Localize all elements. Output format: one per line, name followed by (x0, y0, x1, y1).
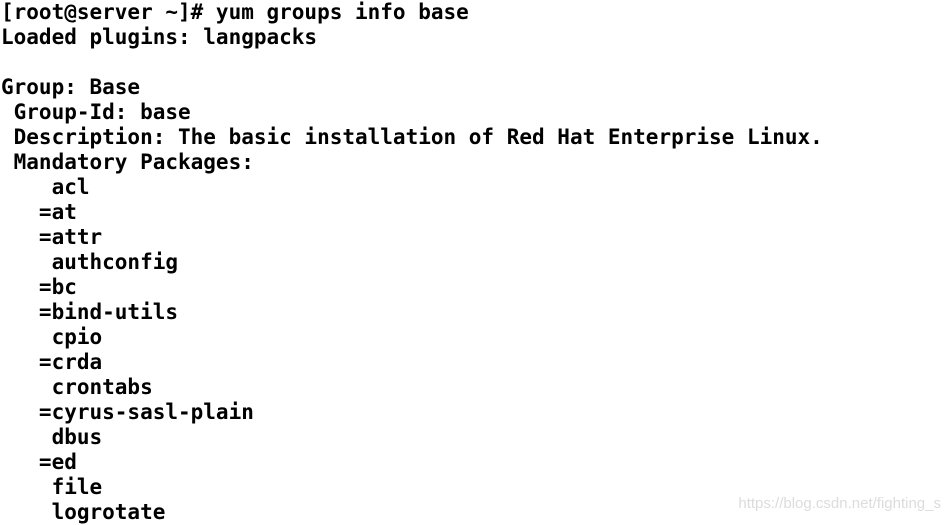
package-line: =cyrus-sasl-plain (1, 400, 254, 424)
package-line: =crda (1, 350, 103, 374)
package-line: =ed (1, 450, 77, 474)
terminal-prompt-line: [root@server ~]# yum groups info base (1, 0, 469, 24)
package-line: =attr (1, 225, 103, 249)
package-line: =bc (1, 275, 77, 299)
package-line: file (1, 475, 103, 499)
terminal-line: Group-Id: base (1, 100, 191, 124)
package-line: logrotate (1, 500, 166, 524)
terminal-line: Loaded plugins: langpacks (1, 25, 318, 49)
terminal-line: Mandatory Packages: (1, 150, 254, 174)
package-line: =bind-utils (1, 300, 179, 324)
package-line: cpio (1, 325, 103, 349)
terminal-line (1, 50, 949, 75)
package-line: =at (1, 200, 77, 224)
terminal-line: Group: Base (1, 75, 141, 99)
watermark: https://blog.csdn.net/fighting_s (738, 495, 941, 512)
package-line: authconfig (1, 250, 179, 274)
package-line: dbus (1, 425, 103, 449)
package-line: crontabs (1, 375, 153, 399)
terminal-line: Description: The basic installation of R… (1, 125, 823, 149)
package-line: acl (1, 175, 90, 199)
